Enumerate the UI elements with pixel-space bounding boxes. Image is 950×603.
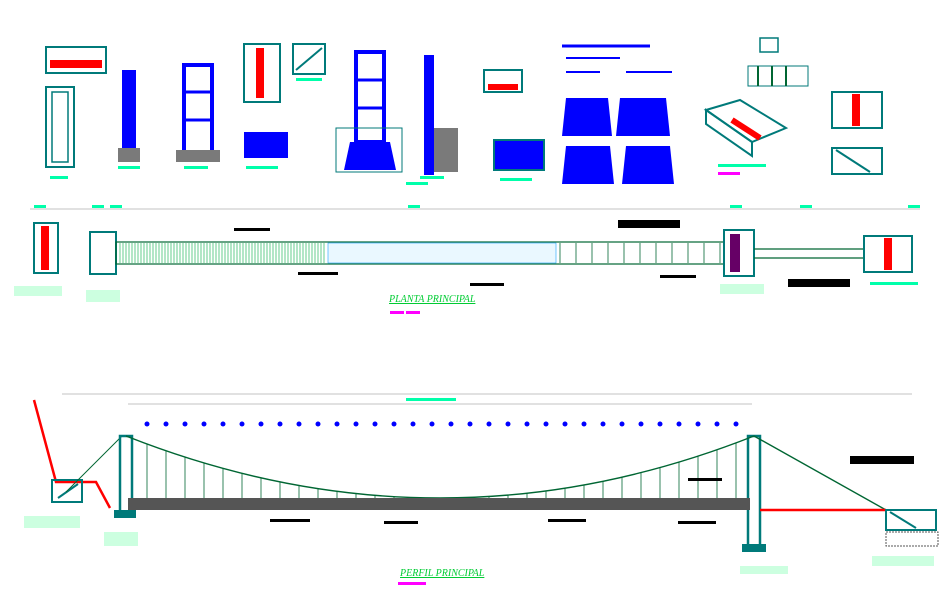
dimension-tag <box>34 205 46 208</box>
hanger-marker <box>315 421 321 427</box>
hanger-marker <box>695 421 701 427</box>
profile-left-anchor-cable <box>32 399 112 509</box>
hanger-marker <box>182 421 188 427</box>
plan-left-tower <box>89 231 117 275</box>
detail-pylon-large <box>335 50 428 185</box>
plan-title: PLANTA PRINCIPAL <box>388 294 476 305</box>
plan-right-anchor <box>863 235 913 273</box>
detail-right-sections <box>831 91 883 175</box>
hanger-marker <box>505 421 511 427</box>
hanger-marker <box>714 421 720 427</box>
detail-small-boxes <box>483 69 545 181</box>
hanger-marker <box>258 421 264 427</box>
profile-right-anchor <box>885 509 937 531</box>
profile-scale-bar <box>398 582 426 585</box>
hanger-marker <box>562 421 568 427</box>
dimension-tag <box>408 205 420 208</box>
detail-box-diagonal <box>292 43 326 81</box>
detail-isometric-anchor <box>703 98 789 175</box>
detail-tower-rebar-a <box>118 70 140 169</box>
detail-sheet <box>45 37 883 185</box>
detail-hanger-clamps <box>562 44 674 184</box>
plan-right-tower <box>723 229 755 277</box>
profile-right-tower <box>746 434 762 550</box>
hanger-marker <box>391 421 397 427</box>
hanger-marker <box>600 421 606 427</box>
hanger-marker <box>524 421 530 427</box>
hanger-marker <box>144 421 150 427</box>
detail-railing <box>747 37 809 87</box>
hanger-marker <box>353 421 359 427</box>
hanger-marker <box>676 421 682 427</box>
hanger-marker <box>467 421 473 427</box>
detail-section-red <box>243 43 288 169</box>
hanger-marker <box>657 421 663 427</box>
profile-view: PERFIL PRINCIPAL <box>24 393 939 585</box>
hanger-marker <box>733 421 739 427</box>
hanger-marker <box>334 421 340 427</box>
detail-pylon-side <box>420 55 458 179</box>
hanger-marker <box>220 421 226 427</box>
dimension-tag <box>800 205 812 208</box>
plan-left-anchor <box>33 222 59 274</box>
profile-title: PERFIL PRINCIPAL <box>399 568 485 579</box>
right-backstay <box>753 435 887 511</box>
hanger-marker <box>239 421 245 427</box>
hanger-marker <box>163 421 169 427</box>
plan-dimension-ticks <box>34 205 920 208</box>
profile-left-anchor <box>51 479 83 503</box>
plan-right-tower-core <box>730 234 740 272</box>
hanger-marker <box>638 421 644 427</box>
hanger-marker <box>201 421 207 427</box>
hanger-marker <box>429 421 435 427</box>
hanger-marker <box>277 421 283 427</box>
hanger-marker <box>372 421 378 427</box>
plan-deck-section <box>327 242 557 264</box>
plan-scale-bar <box>390 311 404 314</box>
dimension-tag <box>92 205 104 208</box>
hanger-marker <box>448 421 454 427</box>
hanger-marker <box>581 421 587 427</box>
plan-left-anchor-cable <box>41 226 49 270</box>
dimension-tag <box>730 205 742 208</box>
plan-deck-slats <box>119 243 721 263</box>
hanger-marker <box>619 421 625 427</box>
profile-deck <box>128 498 750 510</box>
hanger-marker <box>543 421 549 427</box>
plan-right-anchor-cable <box>884 238 892 270</box>
hanger-markers <box>144 421 739 427</box>
detail-tower-rebar-b <box>176 63 220 169</box>
plan-view: PLANTA PRINCIPAL <box>14 205 920 314</box>
detail-anchor-block <box>45 46 107 179</box>
hanger-marker <box>486 421 492 427</box>
dimension-tag <box>908 205 920 208</box>
hanger-marker <box>296 421 302 427</box>
dimension-tag <box>110 205 122 208</box>
hangers <box>146 442 737 498</box>
hanger-marker <box>410 421 416 427</box>
